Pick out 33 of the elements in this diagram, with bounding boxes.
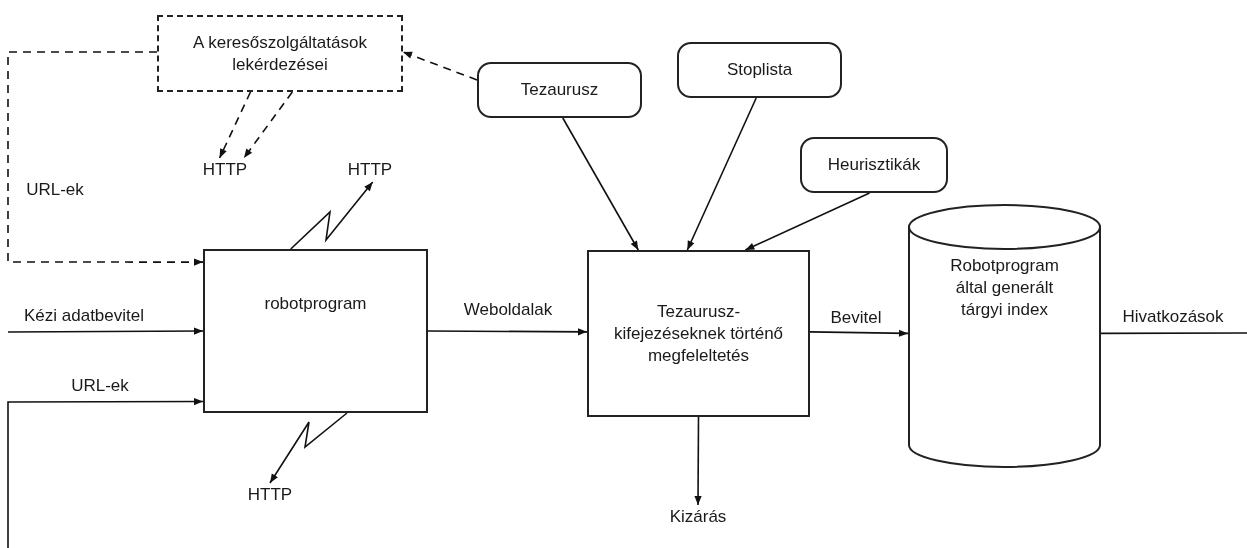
node-text: Heurisztikák (827, 154, 921, 176)
arrow (427, 328, 588, 336)
query-box (157, 15, 403, 92)
arrow (7, 327, 204, 335)
resource-box (477, 62, 642, 118)
resource-box (677, 42, 842, 98)
node-text: robotprogram (264, 292, 367, 315)
arrow (7, 397, 204, 548)
protocol-label: HTTP (347, 159, 393, 181)
arrow (7, 51, 204, 266)
arrow (686, 97, 757, 251)
resource-box (800, 137, 948, 193)
node-text: Tezaurusz (520, 79, 599, 101)
arrow (402, 51, 478, 81)
output-label: Kizárás (669, 506, 727, 528)
protocol-label: HTTP (247, 484, 293, 506)
arrow (809, 329, 909, 337)
node-text: Stoplista (726, 59, 793, 81)
arrow (289, 181, 374, 250)
arrow (694, 416, 702, 506)
arrow (562, 117, 640, 251)
process-box (203, 249, 428, 413)
node-text: Tezaurusz- kifejezéseknek történő megfeleltetés (612, 300, 785, 367)
database-cylinder (908, 205, 1101, 467)
arrow (744, 192, 871, 251)
process-box (587, 250, 810, 417)
arrow (243, 91, 294, 159)
node-text: Robotprogram által generált tárgyi index (949, 255, 1060, 321)
node-text: A keresőszolgáltatások lekérdezései (192, 31, 368, 76)
arrow (269, 412, 348, 484)
protocol-label: HTTP (202, 159, 248, 181)
arrow (218, 91, 252, 159)
connector-line (1100, 332, 1247, 335)
